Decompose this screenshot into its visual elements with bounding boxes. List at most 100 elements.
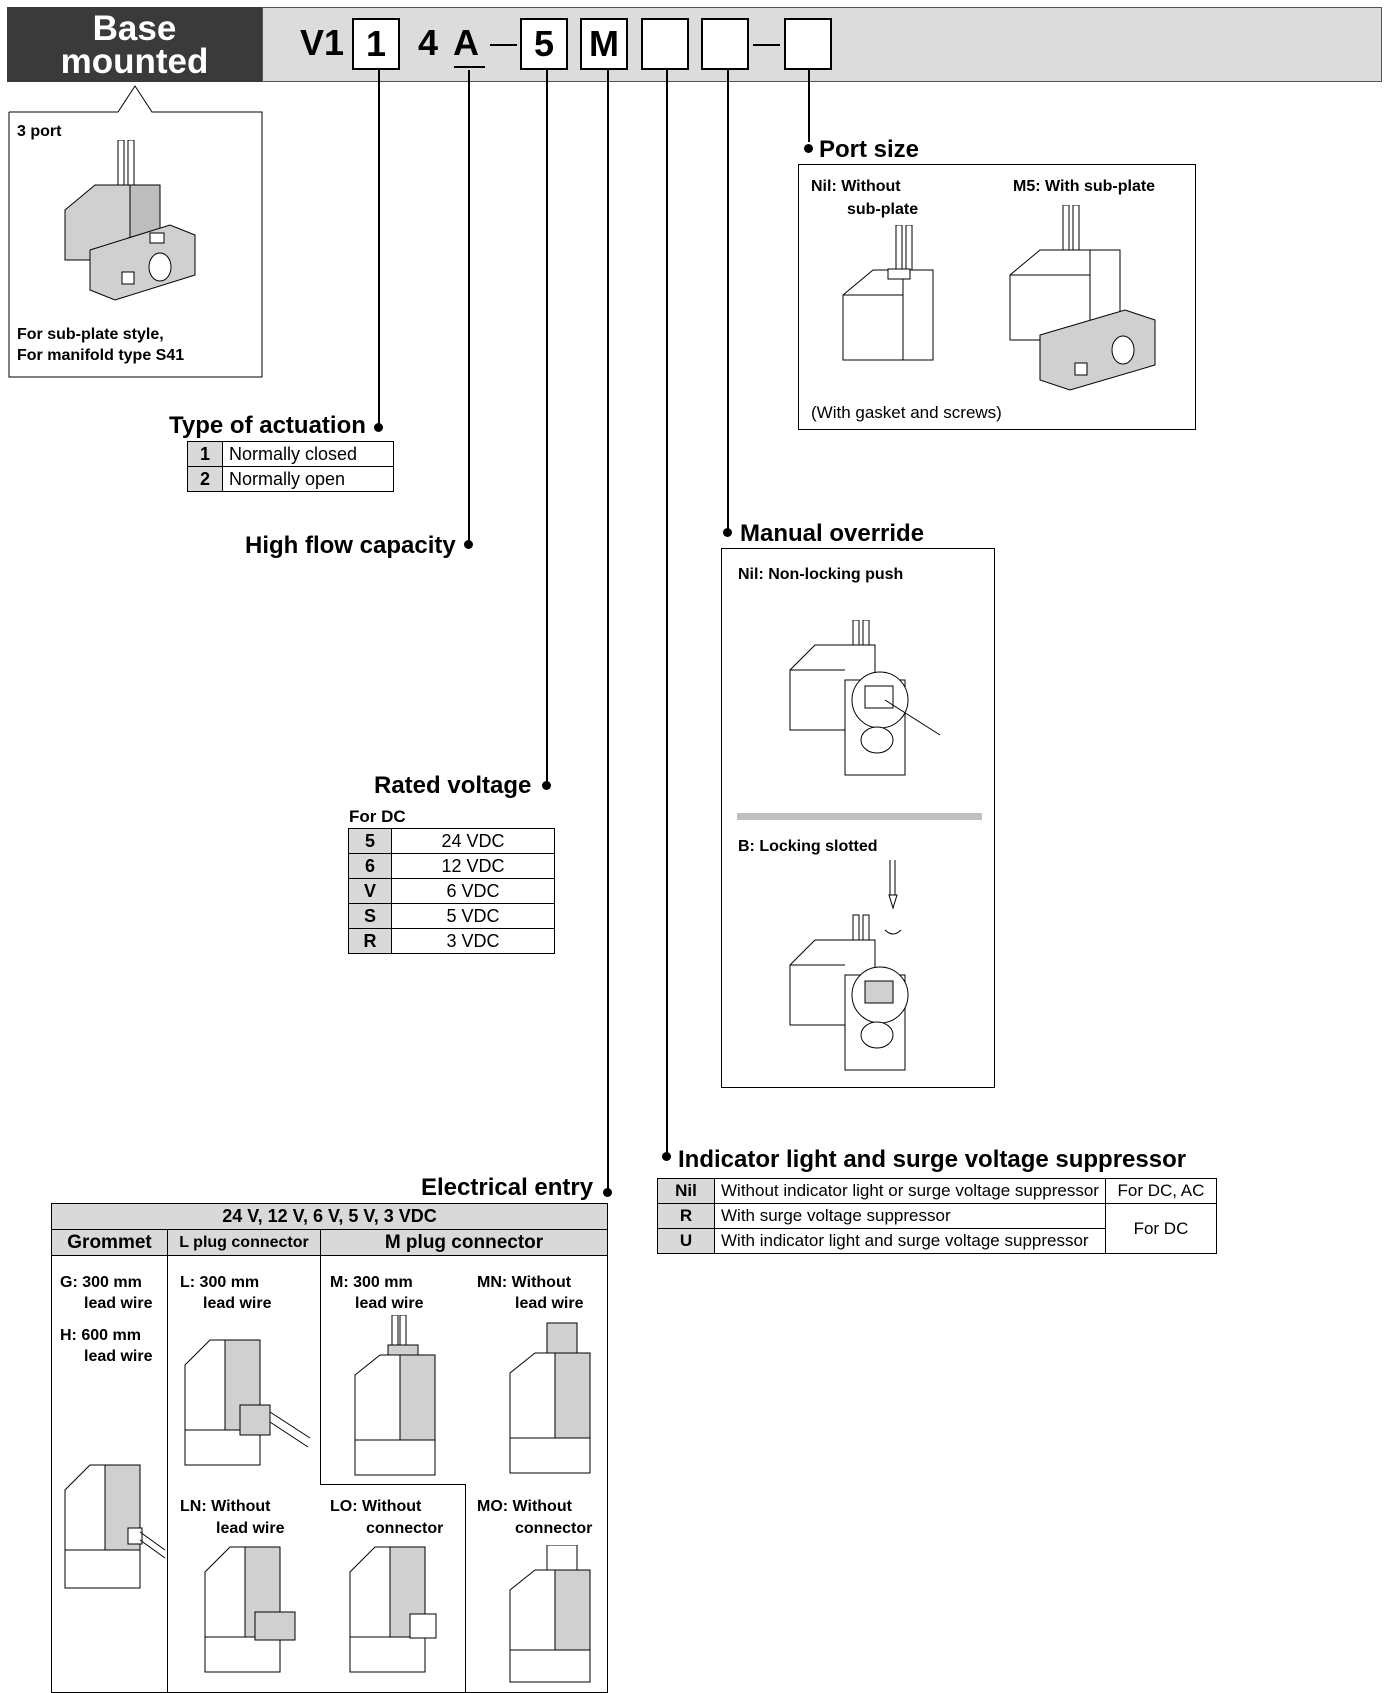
mn-sub: lead wire: [515, 1295, 584, 1312]
electrical-divider-2: [320, 1256, 321, 1485]
voltage-value: 5 VDC: [391, 903, 555, 929]
l-sub: lead wire: [203, 1295, 272, 1312]
indicator-desc: Without indicator light or surge voltage…: [714, 1178, 1106, 1204]
leader-electrical: [607, 70, 609, 1195]
code-box-port: [784, 18, 832, 70]
leader-port-size-v: [808, 70, 810, 142]
override-divider: [737, 813, 982, 820]
leader-port-size-h: [808, 140, 809, 142]
valve-m-plug-image: [354, 1315, 436, 1476]
m-sub: lead wire: [355, 1295, 424, 1312]
indicator-title: Indicator light and surge voltage suppre…: [678, 1146, 1187, 1173]
electrical-divider-4: [465, 1484, 466, 1692]
actuation-code: 2: [187, 466, 223, 492]
voltage-code: 5: [348, 828, 392, 854]
electrical-title: Electrical entry: [421, 1174, 594, 1201]
leader-override: [727, 70, 729, 532]
code-mid: 4: [418, 22, 439, 63]
high-flow-title: High flow capacity: [245, 532, 456, 559]
port-note: (With gasket and screws): [811, 403, 1002, 422]
code-box-voltage: 5: [520, 18, 568, 70]
indicator-code: U: [657, 1228, 715, 1254]
table-row: 1 Normally closed: [187, 441, 394, 467]
base-note-line2: For manifold type S41: [17, 347, 185, 364]
leader-dot-voltage: [542, 781, 551, 790]
valve-with-subplate-image: [1009, 205, 1156, 391]
voltage-code: R: [348, 928, 392, 954]
valve-non-locking-push-image: [789, 620, 941, 776]
code-dash-1: [490, 44, 517, 46]
voltage-value: 12 VDC: [391, 853, 555, 879]
electrical-col-m: M plug connector: [321, 1230, 607, 1256]
code-box-actuation: 1: [352, 18, 400, 70]
code-box-electrical: M: [580, 18, 628, 70]
actuation-desc: Normally closed: [222, 441, 394, 467]
code-box-override: [701, 18, 749, 70]
valve-mo-image: [509, 1545, 591, 1683]
override-nil-label: Nil: Non-locking push: [738, 566, 904, 583]
code-high-flow: A: [453, 22, 479, 63]
table-row: 2 Normally open: [187, 466, 394, 492]
port-nil-line1: Nil: Without: [811, 178, 901, 195]
header-title: Base mounted: [7, 7, 262, 82]
port-nil-line2: sub-plate: [847, 201, 919, 218]
indicator-code: R: [657, 1203, 715, 1229]
voltage-value: 6 VDC: [391, 878, 555, 904]
valve-l-plug-image: [184, 1339, 311, 1466]
electrical-col-l: L plug connector: [168, 1230, 321, 1256]
valve-ln-image: [204, 1546, 296, 1673]
code-dash-2: [753, 44, 780, 46]
table-row: U With indicator light and surge voltage…: [657, 1228, 1217, 1254]
indicator-desc: With indicator light and surge voltage s…: [714, 1228, 1106, 1254]
ln-sub: lead wire: [216, 1520, 285, 1537]
valve-grommet-image: [64, 1464, 166, 1589]
table-row: R With surge voltage suppressor For DC: [657, 1203, 1217, 1254]
leader-indicator: [666, 70, 668, 1153]
leader-dot-high-flow: [464, 540, 473, 549]
electrical-divider-1: [167, 1256, 168, 1692]
mo-code: MO: Without: [477, 1498, 572, 1515]
actuation-code: 1: [187, 441, 223, 467]
voltage-code: S: [348, 903, 392, 929]
m-code: M: 300 mm: [330, 1274, 413, 1291]
leader-voltage: [546, 70, 548, 786]
voltage-code: V: [348, 878, 392, 904]
header-title-line1: Base: [92, 8, 177, 48]
mo-sub: connector: [515, 1520, 593, 1537]
code-prefix: V1: [300, 22, 345, 63]
electrical-col-grommet: Grommet: [52, 1230, 168, 1256]
indicator-desc: With surge voltage suppressor: [714, 1203, 1106, 1229]
valve-without-subplate-image: [842, 225, 934, 361]
leader-dot-port-size: [804, 144, 813, 153]
electrical-divider-3: [320, 1484, 465, 1485]
h-sub: lead wire: [84, 1348, 153, 1365]
code-a-underline: [454, 66, 485, 68]
leader-dot-indicator: [662, 1152, 671, 1161]
leader-dot-actuation: [374, 423, 383, 432]
base-port-label: 3 port: [17, 123, 62, 140]
port-size-title: Port size: [819, 136, 920, 163]
mn-code: MN: Without: [477, 1274, 572, 1291]
l-code: L: 300 mm: [180, 1274, 260, 1291]
indicator-table: Nil Without indicator light or surge vol…: [657, 1178, 1217, 1254]
voltage-value: 24 VDC: [391, 828, 555, 854]
voltage-title: Rated voltage: [374, 772, 532, 799]
actuation-title: Type of actuation: [169, 412, 366, 439]
ln-code: LN: Without: [180, 1498, 271, 1515]
port-m5-label: M5: With sub-plate: [1013, 178, 1156, 195]
g-sub: lead wire: [84, 1295, 153, 1312]
lo-code: LO: Without: [330, 1498, 422, 1515]
actuation-table: 1 Normally closed 2 Normally open: [187, 441, 394, 492]
h-code: H: 600 mm: [60, 1327, 141, 1344]
voltage-value: 3 VDC: [391, 928, 555, 954]
code-box-indicator: [641, 18, 689, 70]
voltage-subtitle: For DC: [349, 807, 406, 826]
base-note-line1: For sub-plate style,: [17, 326, 164, 343]
valve-lo-image: [349, 1546, 437, 1673]
valve-mn-image: [509, 1322, 591, 1474]
